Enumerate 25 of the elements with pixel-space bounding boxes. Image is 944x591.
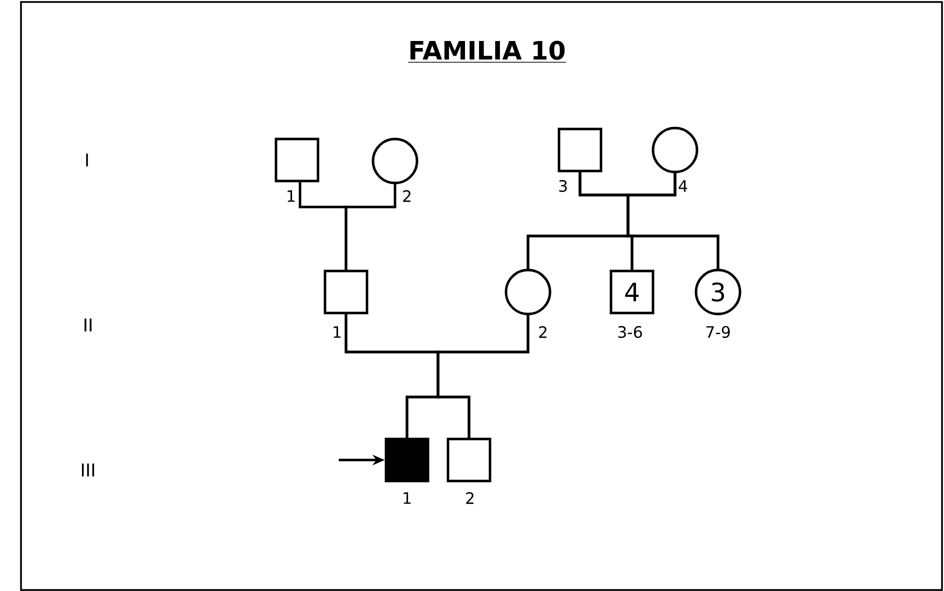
individual-number: 1 xyxy=(404,492,411,504)
female-symbol xyxy=(372,138,418,184)
generation-label: I xyxy=(86,154,88,166)
individual-number: 1 xyxy=(288,190,295,202)
affected-male-symbol xyxy=(384,438,430,482)
individual-number: 3 xyxy=(559,180,567,192)
individual-number: 2 xyxy=(466,492,474,504)
individual-number: 7-9 xyxy=(706,326,730,338)
male-symbol xyxy=(558,128,602,172)
generation-label: III xyxy=(82,464,94,476)
individual-number: 4 xyxy=(678,180,688,192)
individual-number: 2 xyxy=(539,326,546,338)
male-symbol xyxy=(274,138,320,182)
generation-label: II xyxy=(84,318,92,332)
pedigree-line xyxy=(626,172,720,270)
male-symbol xyxy=(324,270,368,314)
female-symbol xyxy=(652,126,698,174)
pedigree-line xyxy=(344,183,396,271)
pedigree-line xyxy=(436,314,530,439)
individual-number: 1 xyxy=(334,326,341,338)
title: FAMILIA 10 xyxy=(408,40,566,63)
female-symbol xyxy=(504,268,552,316)
individual-number: 2 xyxy=(403,190,410,202)
individual-number: 3-6 xyxy=(618,326,642,338)
male-symbol xyxy=(446,438,492,482)
